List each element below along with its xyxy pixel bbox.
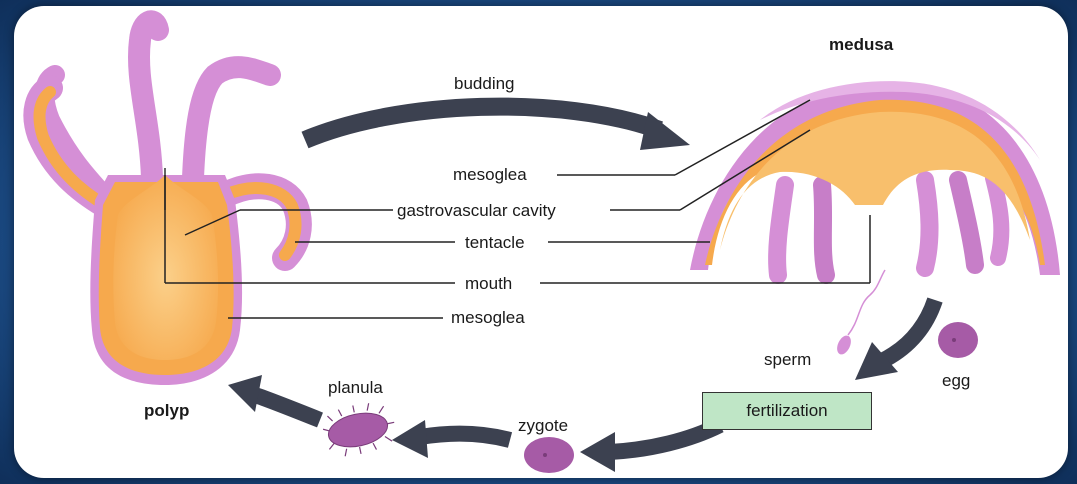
planula-label: planula: [328, 379, 383, 396]
egg-label: egg: [942, 372, 970, 389]
mesoglea-bottom-label: mesoglea: [451, 309, 525, 326]
mesoglea-top-label: mesoglea: [453, 166, 527, 183]
medusa-to-fertilization-arrow: [855, 300, 935, 380]
medusa-tentacle: [925, 180, 930, 268]
zygote-label: zygote: [518, 417, 568, 434]
budding-arrow: [305, 107, 690, 150]
medusa-label: medusa: [829, 36, 893, 53]
tentacle-label: tentacle: [465, 234, 525, 251]
medusa-tentacle: [777, 185, 785, 275]
zygote-cell: [524, 437, 574, 473]
medusa-illustration: [690, 81, 1060, 275]
fertilization-to-zygote-arrow: [580, 425, 720, 472]
planula-to-polyp-arrow: [228, 375, 320, 420]
gastrovascular-cavity-label: gastrovascular cavity: [397, 202, 556, 219]
polyp-label: polyp: [144, 402, 189, 419]
fertilization-box: fertilization: [702, 392, 872, 430]
fertilization-label: fertilization: [746, 401, 827, 421]
zygote-to-planula-arrow: [392, 420, 510, 458]
budding-label: budding: [454, 75, 515, 92]
egg-cell: [938, 322, 978, 358]
diagram-panel: medusa budding mesoglea gastrovascular c…: [14, 6, 1068, 478]
polyp-illustration: [36, 21, 298, 385]
medusa-tentacle: [993, 178, 1001, 258]
medusa-tentacle: [958, 180, 975, 265]
planula-cell: [320, 398, 400, 461]
polyp-tentacle: [139, 21, 158, 178]
mouth-label: mouth: [465, 275, 512, 292]
sperm-label: sperm: [764, 351, 811, 368]
polyp-tentacle: [193, 67, 270, 178]
medusa-tentacle: [822, 185, 826, 275]
